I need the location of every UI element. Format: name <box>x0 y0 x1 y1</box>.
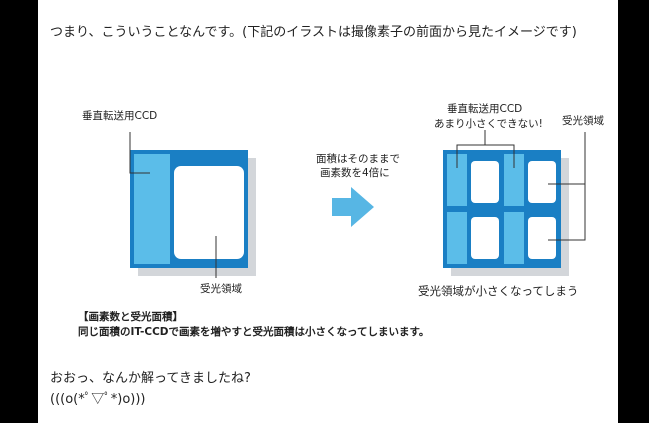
arrow-icon <box>332 187 374 227</box>
outro-line-2: (((o(*ﾟ▽ﾟ*)o))) <box>50 392 146 407</box>
caption-body: 同じ面積のIT-CCDで画素を増やすと受光面積は小さくなってしまいます。 <box>78 326 430 338</box>
right-light-area <box>528 217 556 259</box>
left-area-label: 受光領域 <box>200 283 242 295</box>
right-light-area <box>528 161 556 203</box>
outro-line-1: おおっ、なんか解ってきましたね? <box>50 371 251 386</box>
right-ccd-label-2: あまり小さくできない! <box>434 118 543 130</box>
intro-text: つまり、こういうことなんです。(下記のイラストは撮像素子の前面から見たイメージで… <box>50 25 577 40</box>
right-ccd-label-1: 垂直転送用CCD <box>447 103 523 115</box>
middle-label-1: 面積はそのままで <box>316 153 400 165</box>
right-bottom-label: 受光領域が小さくなってしまう <box>418 284 579 298</box>
right-area-leader <box>548 183 586 241</box>
left-vertical-ccd <box>134 154 170 264</box>
left-ccd-label: 垂直転送用CCD <box>82 110 158 122</box>
left-light-area <box>174 166 244 259</box>
ccd-diagram <box>129 130 586 278</box>
caption-title: 【画素数と受光面積】 <box>78 311 183 323</box>
right-light-area <box>471 161 499 203</box>
right-area-label: 受光領域 <box>562 115 604 127</box>
middle-label-2: 画素数を4倍に <box>320 167 390 179</box>
right-light-area <box>471 217 499 259</box>
left-ccd-leader <box>129 132 150 174</box>
article-page: つまり、こういうことなんです。(下記のイラストは撮像素子の前面から見たイメージで… <box>38 0 618 423</box>
